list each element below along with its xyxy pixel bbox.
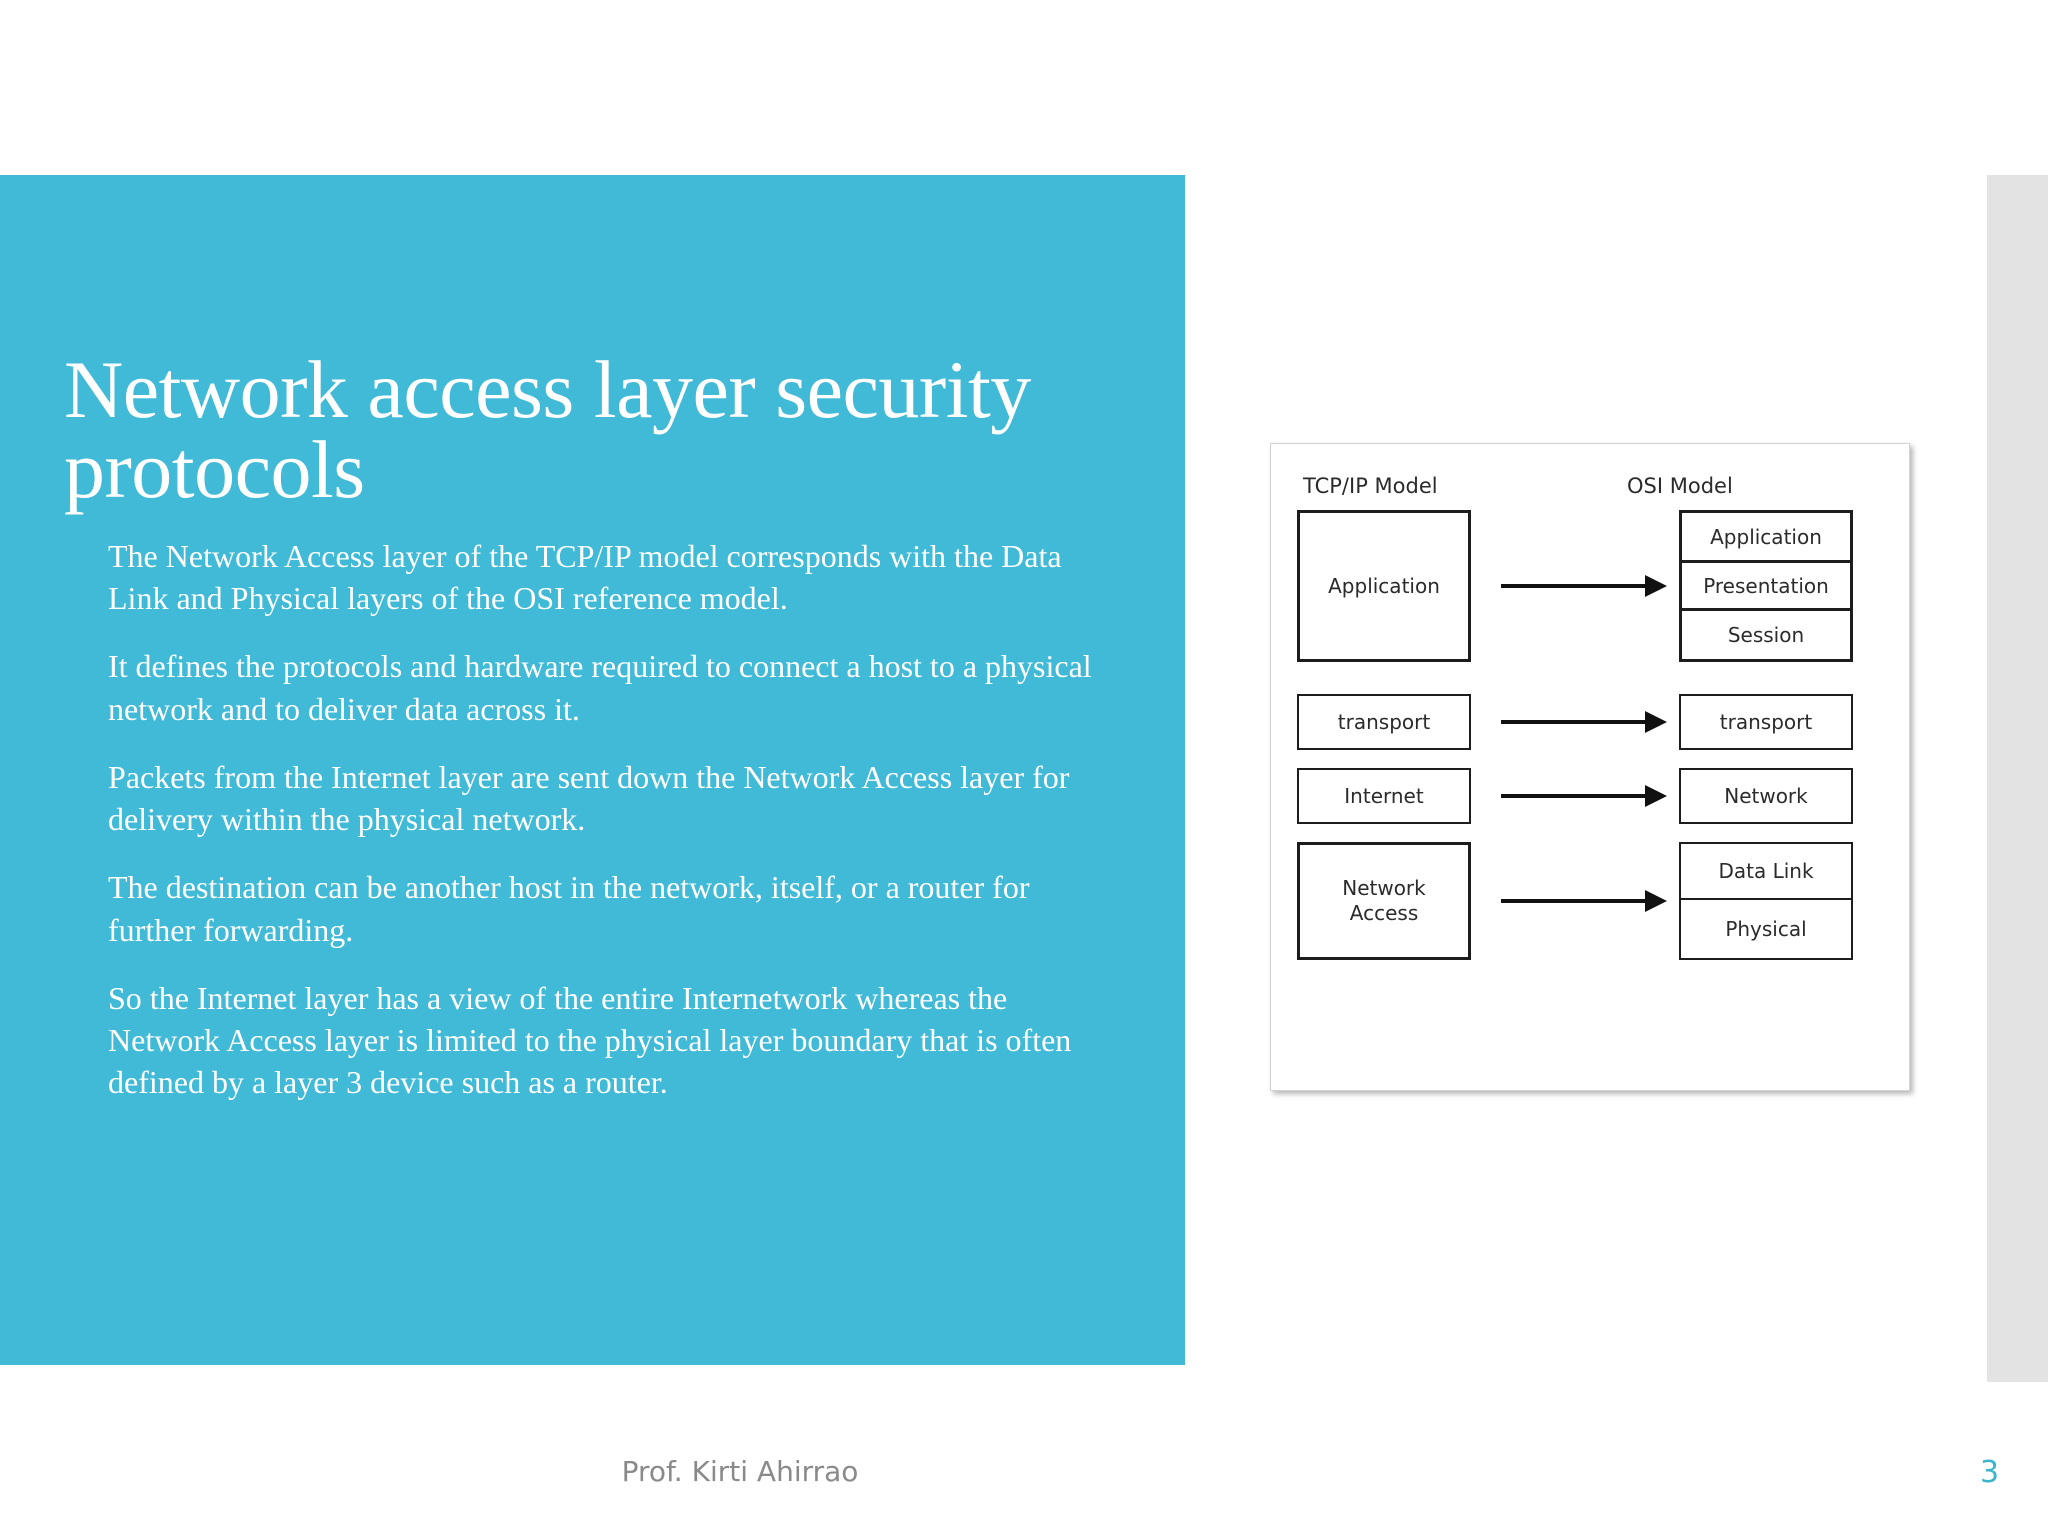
- arrow-shaft: [1501, 584, 1645, 588]
- arrow-shaft: [1501, 720, 1645, 724]
- arrow-shaft: [1501, 899, 1645, 903]
- diagram-osi-column-heading: OSI Model: [1627, 474, 1733, 498]
- osi-layer-data-link: Data Link: [1681, 844, 1851, 900]
- body-paragraph-3: Packets from the Internet layer are sent…: [108, 758, 1070, 838]
- page-number: 3: [1980, 1455, 2000, 1490]
- arrow-head: [1645, 785, 1667, 807]
- arrow-head: [1645, 575, 1667, 597]
- body-paragraph-5: So the Internet layer has a view of the …: [108, 979, 1072, 1101]
- arrow-head: [1645, 890, 1667, 912]
- osi-layer-transport: transport: [1679, 694, 1853, 750]
- tcpip-layer-network-access: Network Access: [1297, 842, 1471, 960]
- tcpip-layer-internet: Internet: [1297, 768, 1471, 824]
- body-paragraph-1: The Network Access layer of the TCP/IP m…: [108, 538, 1062, 617]
- osi-upper-layer-group: Application Presentation Session: [1679, 510, 1853, 662]
- osi-layer-presentation: Presentation: [1682, 563, 1850, 611]
- osi-layer-session: Session: [1727, 623, 1805, 647]
- footer-author-label: Prof. Kirti Ahirrao: [621, 1455, 859, 1488]
- teal-content-panel: Network access layer security protocols …: [0, 175, 1185, 1365]
- tcpip-layer-network-access-line1: Network: [1342, 876, 1426, 900]
- tcpip-layer-network-access-line2: Access: [1349, 901, 1419, 925]
- body-paragraph-2: It defines the protocols and hardware re…: [108, 648, 1092, 727]
- right-edge-decorative-band: [1987, 175, 2048, 1382]
- arrow-shaft: [1501, 794, 1645, 798]
- diagram-inner-canvas: TCP/IP Model OSI Model Application trans…: [1279, 452, 1901, 1082]
- diagram-tcpip-column-heading: TCP/IP Model: [1303, 474, 1438, 498]
- tcpip-layer-application: Application: [1297, 510, 1471, 662]
- tcpip-layer-transport: transport: [1297, 694, 1471, 750]
- osi-lower-layer-group: Data Link Physical: [1679, 842, 1853, 960]
- page-title: Network access layer security protocols: [64, 343, 1031, 516]
- tcpip-osi-comparison-diagram: TCP/IP Model OSI Model Application trans…: [1270, 443, 1910, 1091]
- osi-layer-physical: Physical: [1725, 917, 1807, 941]
- body-paragraph-4: The destination can be another host in t…: [108, 869, 1030, 948]
- osi-layer-application: Application: [1682, 513, 1850, 563]
- body-text-block: The Network Access layer of the TCP/IP m…: [108, 535, 1108, 1104]
- osi-layer-network: Network: [1679, 768, 1853, 824]
- arrow-head: [1645, 711, 1667, 733]
